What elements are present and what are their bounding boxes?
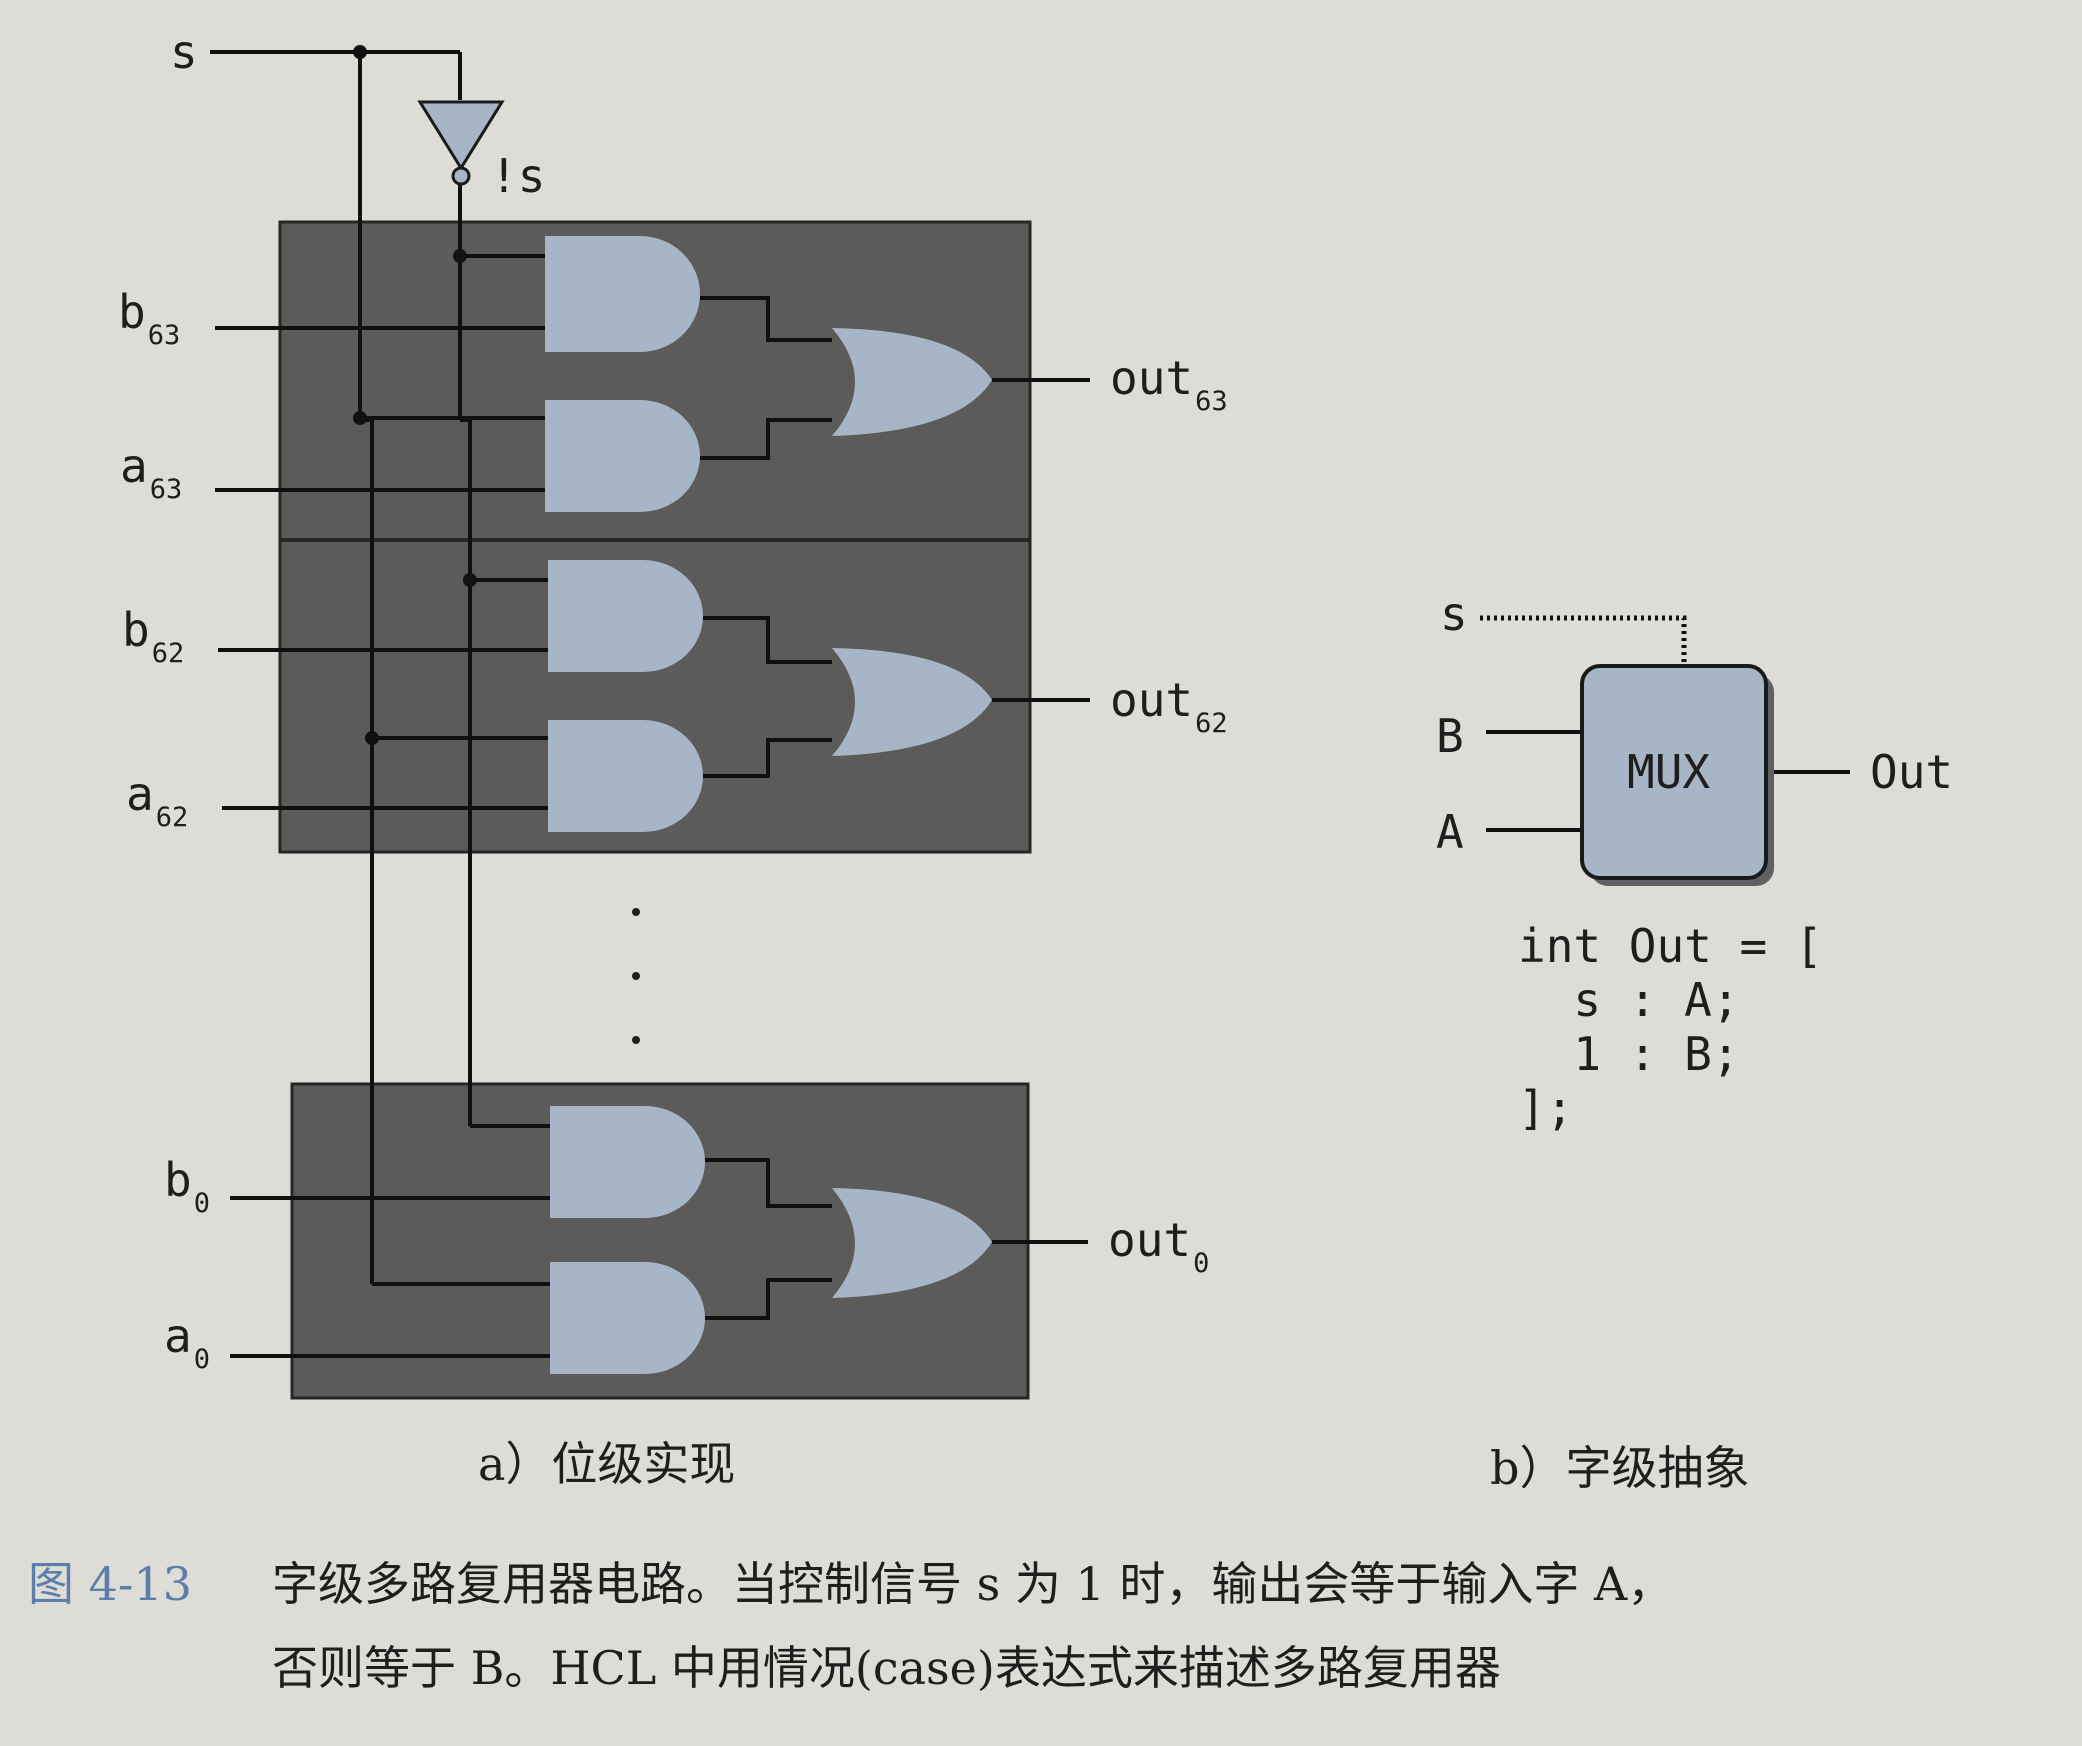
and-gate-icon <box>550 1106 705 1218</box>
and-gate-icon <box>545 236 700 352</box>
svg-text:a63: a63 <box>120 439 182 505</box>
bit-slice-62 <box>218 560 1090 832</box>
code-line: ]; <box>1518 1081 1573 1135</box>
svg-text:b62: b62 <box>122 603 184 669</box>
figure-caption-line2: 否则等于 B。HCL 中用情况(case)表达式来描述多路复用器 <box>272 1641 1501 1695</box>
ellipsis <box>632 908 640 1044</box>
input-label: a <box>120 439 148 493</box>
not-select-label: !s <box>490 149 545 203</box>
bit-level-caption: a）位级实现 <box>478 1437 735 1491</box>
svg-text:a0: a0 <box>164 1309 210 1375</box>
select-label: s <box>170 25 198 79</box>
and-gate-icon <box>548 720 703 832</box>
mux-b-label: B <box>1436 709 1464 763</box>
svg-text:b63: b63 <box>118 285 180 351</box>
input-label: b <box>118 285 146 339</box>
input-label: a <box>126 767 154 821</box>
or-gate-icon <box>832 328 992 436</box>
output-labels: out63 out62 out0 <box>1108 351 1228 1279</box>
output-label: out <box>1110 351 1193 405</box>
input-label: a <box>164 1309 192 1363</box>
and-gate-icon <box>548 560 703 672</box>
input-label: b <box>164 1153 192 1207</box>
svg-text:out63: out63 <box>1110 351 1228 417</box>
input-label: b <box>122 603 150 657</box>
word-level-caption: b）字级抽象 <box>1490 1441 1749 1495</box>
figure-caption-line1: 字级多路复用器电路。当控制信号 s 为 1 时，输出会等于输入字 A， <box>272 1557 1673 1611</box>
bit-slice-0 <box>230 1106 1088 1374</box>
code-line: 1 : B; <box>1518 1027 1740 1081</box>
svg-text:out62: out62 <box>1110 673 1228 739</box>
output-label: out <box>1110 673 1193 727</box>
mux-label: MUX <box>1627 745 1710 799</box>
code-line: s : A; <box>1518 973 1740 1027</box>
inverter-icon <box>417 100 505 171</box>
mux-a-label: A <box>1436 805 1464 859</box>
select-wires <box>210 50 472 1284</box>
mux-box <box>1580 664 1768 880</box>
or-gate-icon <box>832 648 992 756</box>
code-line: int Out = [ <box>1518 919 1823 973</box>
svg-text:b0: b0 <box>164 1153 210 1219</box>
inverter-bubble <box>451 166 471 186</box>
mux-s-label: s <box>1440 587 1468 641</box>
or-gate-icon <box>832 1188 992 1298</box>
select-dotted-wire <box>1480 615 1687 668</box>
mux-out-label: Out <box>1870 745 1953 799</box>
figure-number: 图 4-13 <box>28 1557 192 1611</box>
and-gate-icon <box>545 400 700 512</box>
bit-slice-63 <box>215 236 1090 512</box>
hcl-code: int Out = [ s : A; 1 : B; ]; <box>1518 919 1823 1135</box>
svg-text:out0: out0 <box>1108 1213 1209 1279</box>
svg-text:a62: a62 <box>126 767 188 833</box>
and-gate-icon <box>550 1262 705 1374</box>
output-label: out <box>1108 1213 1191 1267</box>
mux-diagram <box>1480 615 1850 886</box>
input-labels: b63 a63 b62 a62 b0 a0 <box>118 285 210 1375</box>
